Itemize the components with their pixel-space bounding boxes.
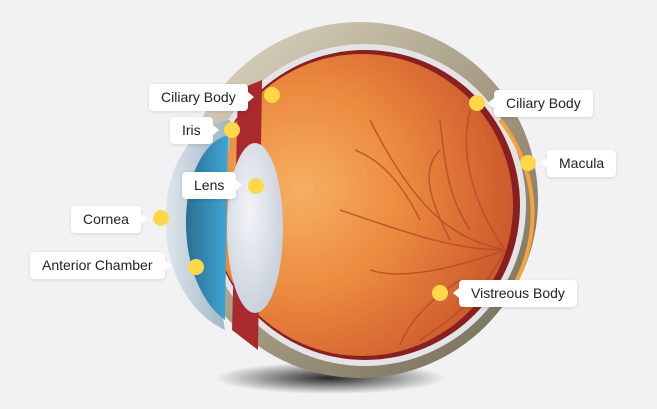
marker-ciliary-body-left[interactable] <box>264 87 280 103</box>
label-anterior-chamber: Anterior Chamber <box>30 252 170 279</box>
macula-band <box>498 118 535 302</box>
label-iris: Iris <box>170 117 219 144</box>
marker-vitreous-body[interactable] <box>432 285 448 301</box>
lens-shape <box>227 143 283 313</box>
marker-ciliary-body-right[interactable] <box>469 95 485 111</box>
label-cornea: Cornea <box>71 206 147 233</box>
marker-lens[interactable] <box>248 178 264 194</box>
label-vitreous-body: Vistreous Body <box>453 280 577 307</box>
cornea-shape <box>165 120 230 330</box>
marker-macula[interactable] <box>520 155 536 171</box>
marker-cornea[interactable] <box>153 210 169 226</box>
retina <box>211 54 513 356</box>
label-lens: Lens <box>182 172 243 199</box>
marker-anterior-chamber[interactable] <box>188 259 204 275</box>
marker-iris[interactable] <box>224 122 240 138</box>
label-ciliary-body-left: Ciliary Body <box>149 84 254 111</box>
label-macula: Macula <box>540 150 617 177</box>
label-ciliary-body-right: Ciliary Body <box>488 90 593 117</box>
